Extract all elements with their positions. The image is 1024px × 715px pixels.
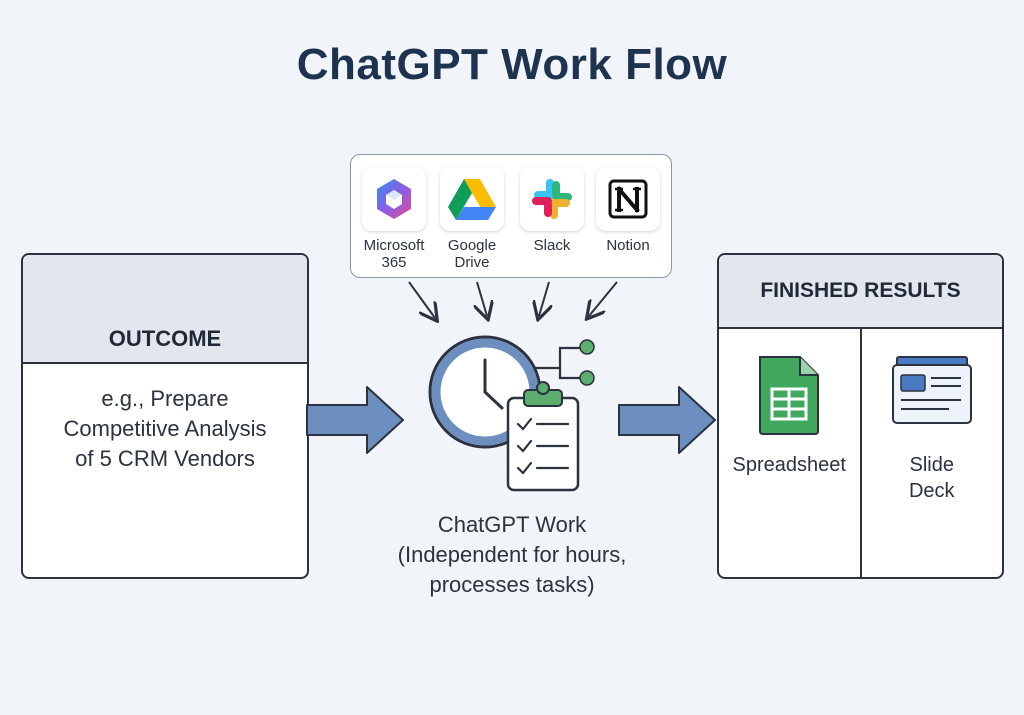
- notion-icon: [596, 167, 660, 231]
- tool-google-drive: Google Drive: [439, 167, 505, 271]
- clock-clipboard-icon: [428, 335, 595, 492]
- page-title: ChatGPT Work Flow: [296, 40, 728, 89]
- arrow-icon: [589, 281, 618, 316]
- results-header: FINISHED RESULTS: [719, 255, 1002, 329]
- result-label: Spreadsheet: [732, 454, 846, 476]
- spreadsheet-icon: [759, 356, 820, 435]
- tool-label: Google Drive: [447, 237, 497, 271]
- microsoft-365-icon: [362, 167, 426, 231]
- tool-label: Notion: [606, 237, 650, 254]
- arrow-right-icon: [306, 386, 404, 454]
- tool-slack: Slack: [519, 167, 585, 254]
- arrow-icon: [539, 281, 549, 316]
- slack-icon: [520, 167, 584, 231]
- arrow-icon: [477, 281, 487, 316]
- outcome-header: OUTCOME: [23, 255, 307, 364]
- tool-label: Microsoft 365: [363, 237, 425, 271]
- result-label: Slide Deck: [908, 454, 955, 502]
- slide-deck-icon: [891, 356, 972, 424]
- outcome-text: e.g., Prepare Competitive Analysis of 5 …: [63, 386, 267, 471]
- integrations-panel: Microsoft 365 Google Drive: [350, 154, 672, 278]
- arrow-right-icon: [618, 386, 716, 454]
- tool-label: Slack: [533, 237, 571, 254]
- chatgpt-work-label: ChatGPT Work (Independent for hours, pro…: [397, 512, 627, 597]
- tool-microsoft-365: Microsoft 365: [361, 167, 427, 271]
- result-spreadsheet: Spreadsheet: [719, 327, 862, 577]
- tool-arrows: [408, 281, 618, 328]
- google-drive-icon: [440, 167, 504, 231]
- outcome-box: OUTCOME e.g., Prepare Competitive Analys…: [21, 253, 309, 579]
- arrow-icon: [408, 281, 435, 318]
- tool-notion: Notion: [595, 167, 661, 254]
- result-slide-deck: Slide Deck: [862, 327, 1003, 577]
- results-box: FINISHED RESULTS Spreadsheet: [717, 253, 1004, 579]
